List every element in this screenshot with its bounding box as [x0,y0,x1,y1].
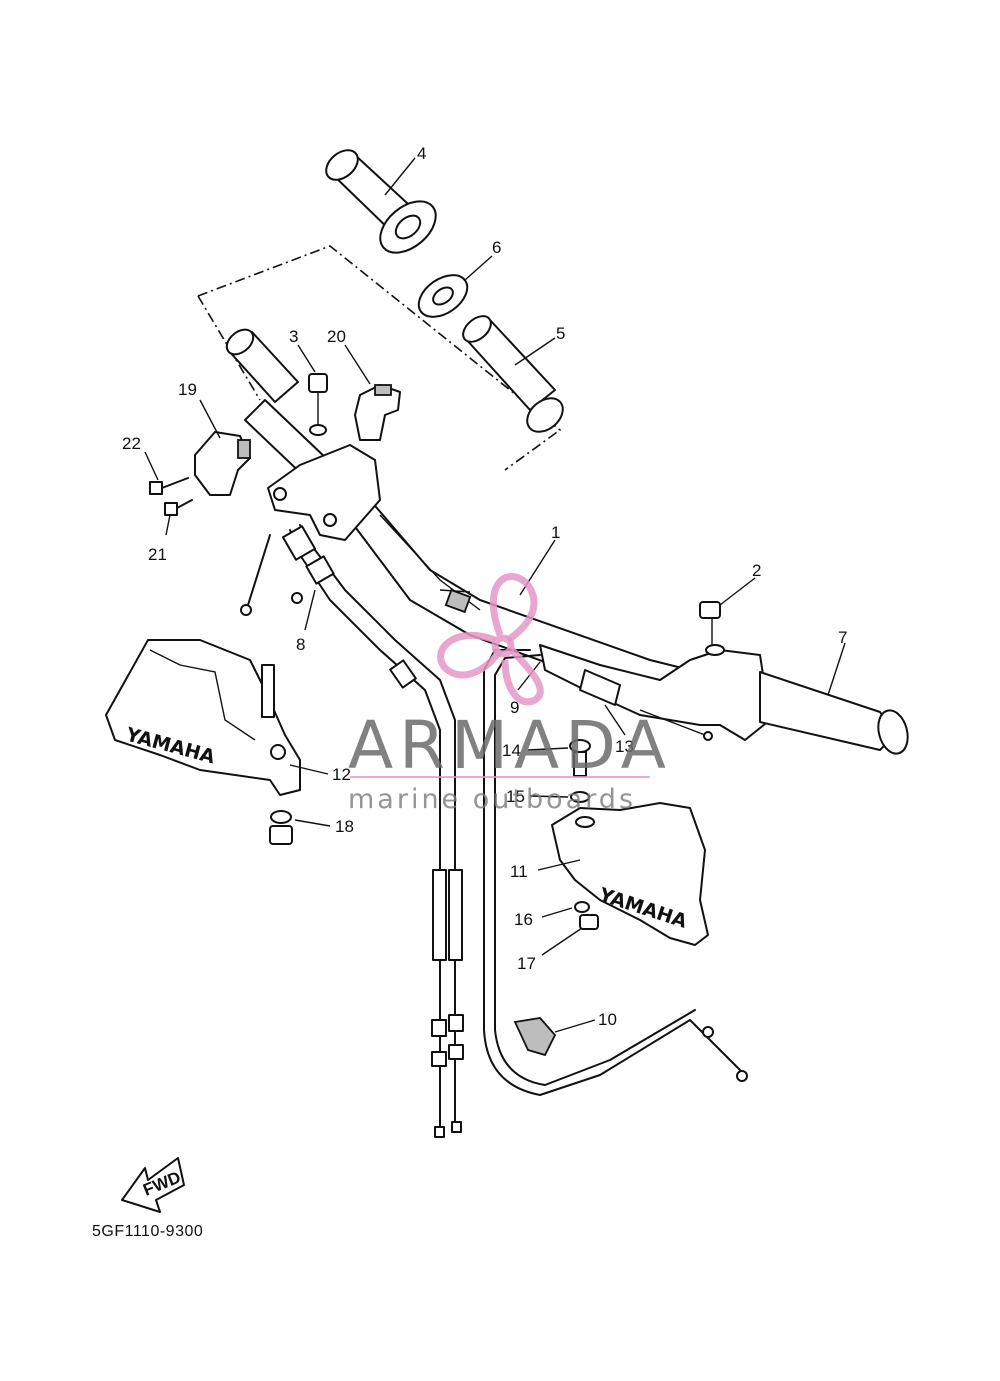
watermark: ARMADA marine outboards [348,573,672,815]
part-code: 5GF1110-9300 [92,1223,203,1240]
callout-7: 7 [838,628,847,647]
washer-6 [417,274,469,318]
callout-14: 14 [502,741,521,760]
watermark-title: ARMADA [348,707,672,784]
bolt-22 [149,477,189,495]
washer-16 [574,901,590,913]
grip-4 [325,149,437,254]
callout-16: 16 [514,910,533,929]
callout-20: 20 [327,327,346,346]
throttle-housing-7 [539,601,909,755]
throttle-tube-5 [462,315,564,433]
bar-end-left [225,328,299,403]
cable-10 [483,649,748,1096]
fwd-arrow: FWD [121,1157,185,1213]
callout-3: 3 [289,327,298,346]
callout-2: 2 [752,561,761,580]
logo-hub [491,634,515,658]
hand-guard-11: YAMAHA [551,802,709,946]
callout-4: 4 [417,144,426,163]
hand-guard-12: YAMAHA [105,639,301,796]
washer-15 [570,791,590,803]
nut-17 [579,914,599,930]
callout-5: 5 [556,324,565,343]
callout-22: 22 [122,434,141,453]
logo-blade-left [437,632,504,679]
callout-1: 1 [551,523,560,542]
callout-13: 13 [615,737,634,756]
clamp-19 [194,431,251,496]
bolt-21 [164,499,193,516]
logo-blade-right [501,647,544,706]
clamp-20 [354,384,401,441]
callout-10: 10 [598,1010,617,1029]
logo-blade-top [490,573,538,643]
callout-19: 19 [178,380,197,399]
nut-18 [269,810,293,845]
callout-12: 12 [332,765,351,784]
callout-6: 6 [492,238,501,257]
callout-11: 11 [510,862,528,881]
handlebar-holder [267,444,381,541]
callout-9: 9 [510,698,519,717]
callout-8: 8 [296,635,305,654]
callout-17: 17 [517,954,536,973]
watermark-subtitle: marine outboards [348,784,636,815]
watermark-propeller-logo [437,573,544,706]
cable-assembly-8 [240,524,464,1138]
callout-21: 21 [148,545,167,564]
callout-15: 15 [506,787,525,806]
cap-3 [308,373,328,436]
callout-18: 18 [335,817,354,836]
